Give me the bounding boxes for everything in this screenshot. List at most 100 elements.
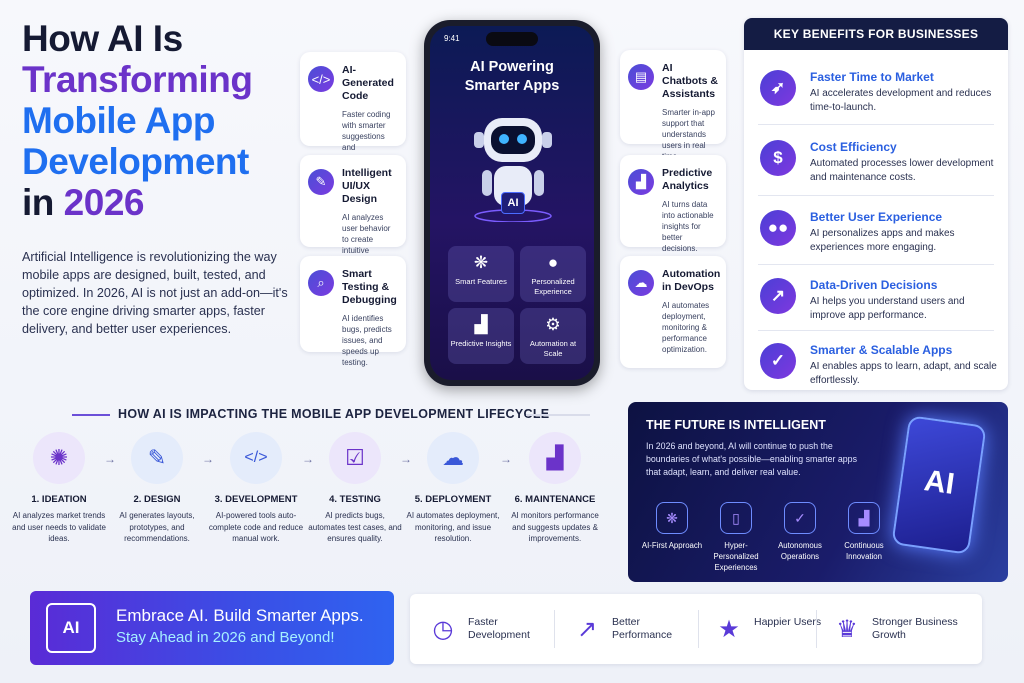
tile-label: Personalized Experience: [531, 277, 575, 296]
card-desc: AI automates deployment, monitoring & pe…: [662, 301, 710, 354]
search-icon: ⌕: [308, 270, 334, 296]
lightbulb-icon: ✺: [33, 432, 85, 484]
lifecycle-step-design: ✎ 2. DESIGN AI generates layouts, protot…: [108, 432, 206, 545]
phone-screen: 9:41 AI Powering Smarter Apps AI ❋ Smart…: [430, 26, 594, 380]
step-title: 6. MAINTENANCE: [514, 494, 596, 505]
future-item-label: AI-First Approach: [641, 541, 703, 550]
lifecycle-step-testing: ☑ 4. TESTING AI predicts bugs, automates…: [306, 432, 404, 545]
tile-label: Predictive Insights: [450, 339, 512, 348]
outcome-item: ♛ Stronger Business Growth: [830, 594, 970, 664]
users-icon: ●●: [760, 210, 796, 246]
arrow-right-icon: →: [400, 452, 412, 466]
benefit-title: Cost Efficiency: [810, 140, 897, 154]
divider: [758, 264, 994, 265]
phone-title: AI Powering Smarter Apps: [464, 59, 560, 94]
card-automation-devops: ☁ Automation in DevOps AI automates depl…: [620, 256, 726, 368]
trophy-icon: ♛: [836, 615, 858, 643]
benefit-desc: AI enables apps to learn, adapt, and sca…: [810, 361, 997, 386]
code-icon: </>: [308, 66, 334, 92]
pen-icon: ✎: [131, 432, 183, 484]
benefit-item: ➶ Faster Time to Market AI accelerates d…: [744, 64, 1008, 130]
future-item-label: Autonomous Operations: [778, 541, 822, 561]
future-item: ▟ Continuous Innovation: [830, 502, 898, 562]
phone-icon: ▯: [720, 502, 752, 534]
outcome-label: Faster Development: [468, 616, 530, 641]
cloud-upload-icon: ☁: [427, 432, 479, 484]
future-desc: In 2026 and beyond, AI will continue to …: [646, 441, 857, 477]
benefit-item: ●● Better User Experience AI personalize…: [744, 204, 1008, 270]
brain-icon: ❋: [473, 253, 489, 272]
divider: [698, 610, 699, 648]
benefits-header: KEY BENEFITS FOR BUSINESSES: [744, 18, 1008, 50]
card-intelligent-ui-ux-design: ✎ Intelligent UI/UX Design AI analyzes u…: [300, 155, 406, 266]
benefit-title: Data-Driven Decisions: [810, 278, 938, 292]
step-desc: AI-powered tools auto-complete code and …: [208, 511, 304, 543]
dollar-icon: $: [760, 140, 796, 176]
cta-banner: AI Embrace AI. Build Smarter Apps. Stay …: [30, 591, 394, 665]
arrow-right-icon: →: [202, 452, 214, 466]
chat-icon: ▤: [628, 64, 654, 90]
card-title: Intelligent UI/UX Design: [342, 167, 392, 205]
title-in: in: [22, 182, 54, 223]
cta-line-2: Stay Ahead in 2026 and Beyond!: [116, 629, 335, 646]
tile-predictive-insights: ▟ Predictive Insights: [448, 308, 514, 364]
divider: [816, 610, 817, 648]
step-desc: AI monitors performance and suggests upd…: [511, 511, 599, 543]
benefit-desc: AI personalizes apps and makes experienc…: [810, 228, 955, 253]
growth-icon: ↗: [576, 615, 598, 643]
card-desc: AI identifies bugs, predicts issues, and…: [342, 314, 392, 367]
outcome-label: Happier Users: [754, 616, 822, 628]
step-title: 4. TESTING: [329, 494, 381, 505]
outcome-label: Better Performance: [612, 616, 673, 641]
card-title: Smart Testing & Debugging: [342, 268, 397, 306]
title-line-5: in 2026: [22, 182, 302, 223]
card-ai-chatbots: ▤ AI Chatbots & Assistants Smarter in-ap…: [620, 50, 726, 161]
step-desc: AI analyzes market trends and user needs…: [12, 511, 106, 543]
title-line-3: Mobile App: [22, 100, 216, 141]
divider: [758, 330, 994, 331]
benefit-title: Faster Time to Market: [810, 70, 934, 84]
card-ai-generated-code: </> AI-Generated Code Faster coding with…: [300, 52, 406, 163]
future-item-label: Continuous Innovation: [844, 541, 884, 561]
benefit-desc: AI accelerates development and reduces t…: [810, 88, 992, 113]
lifecycle-step-development: </> 3. DEVELOPMENT AI-powered tools auto…: [207, 432, 305, 545]
tile-automation-at-scale: ⚙ Automation at Scale: [520, 308, 586, 364]
step-title: 5. DEPLOYMENT: [414, 494, 492, 505]
robot-icon: [474, 118, 552, 222]
brain-icon: ❋: [656, 502, 688, 534]
step-desc: AI predicts bugs, automates test cases, …: [308, 511, 402, 543]
tile-smart-features: ❋ Smart Features: [448, 246, 514, 302]
lifecycle-title: HOW AI IS IMPACTING THE MOBILE APP DEVEL…: [118, 407, 550, 421]
ai-chip-icon: AI: [46, 603, 96, 653]
benefit-item: ↗ Data-Driven Decisions AI helps you und…: [744, 272, 1008, 338]
step-desc: AI generates layouts, prototypes, and re…: [119, 511, 195, 543]
future-item-label: Hyper-Personalized Experiences: [713, 541, 759, 572]
shield-check-icon: ✓: [760, 343, 796, 379]
arrow-right-icon: →: [104, 452, 116, 466]
outcome-item: ↗ Better Performance: [570, 594, 696, 664]
arrow-right-icon: →: [500, 452, 512, 466]
code-icon: </>: [230, 432, 282, 484]
divider: [758, 195, 994, 196]
tile-label: Automation at Scale: [529, 339, 577, 358]
step-desc: AI automates deployment, monitoring, and…: [406, 511, 500, 543]
outcome-label: Stronger Business Growth: [872, 616, 958, 641]
card-title: AI-Generated Code: [342, 64, 394, 102]
card-desc: Smarter in-app support that understands …: [662, 108, 715, 161]
title-line-1: How AI Is: [22, 18, 183, 59]
user-icon: ●: [547, 253, 559, 272]
benefit-item: $ Cost Efficiency Automated processes lo…: [744, 134, 1008, 200]
clipboard-icon: ☑: [329, 432, 381, 484]
card-smart-testing: ⌕ Smart Testing & Debugging AI identifie…: [300, 256, 406, 367]
benefit-title: Better User Experience: [810, 210, 943, 224]
benefit-title: Smarter & Scalable Apps: [810, 343, 953, 357]
page-title: How AI Is Transforming Mobile App Develo…: [22, 18, 302, 223]
step-title: 1. IDEATION: [31, 494, 87, 505]
cloud-icon: ☁: [628, 270, 654, 296]
status-time: 9:41: [444, 34, 460, 43]
lifecycle-title-rule: [72, 414, 110, 416]
stopwatch-icon: ◷: [432, 615, 454, 643]
intro-text: Artificial Intelligence is revolutionizi…: [22, 250, 288, 336]
card-title: AI Chatbots & Assistants: [662, 62, 718, 100]
card-title: Predictive Analytics: [662, 167, 713, 192]
